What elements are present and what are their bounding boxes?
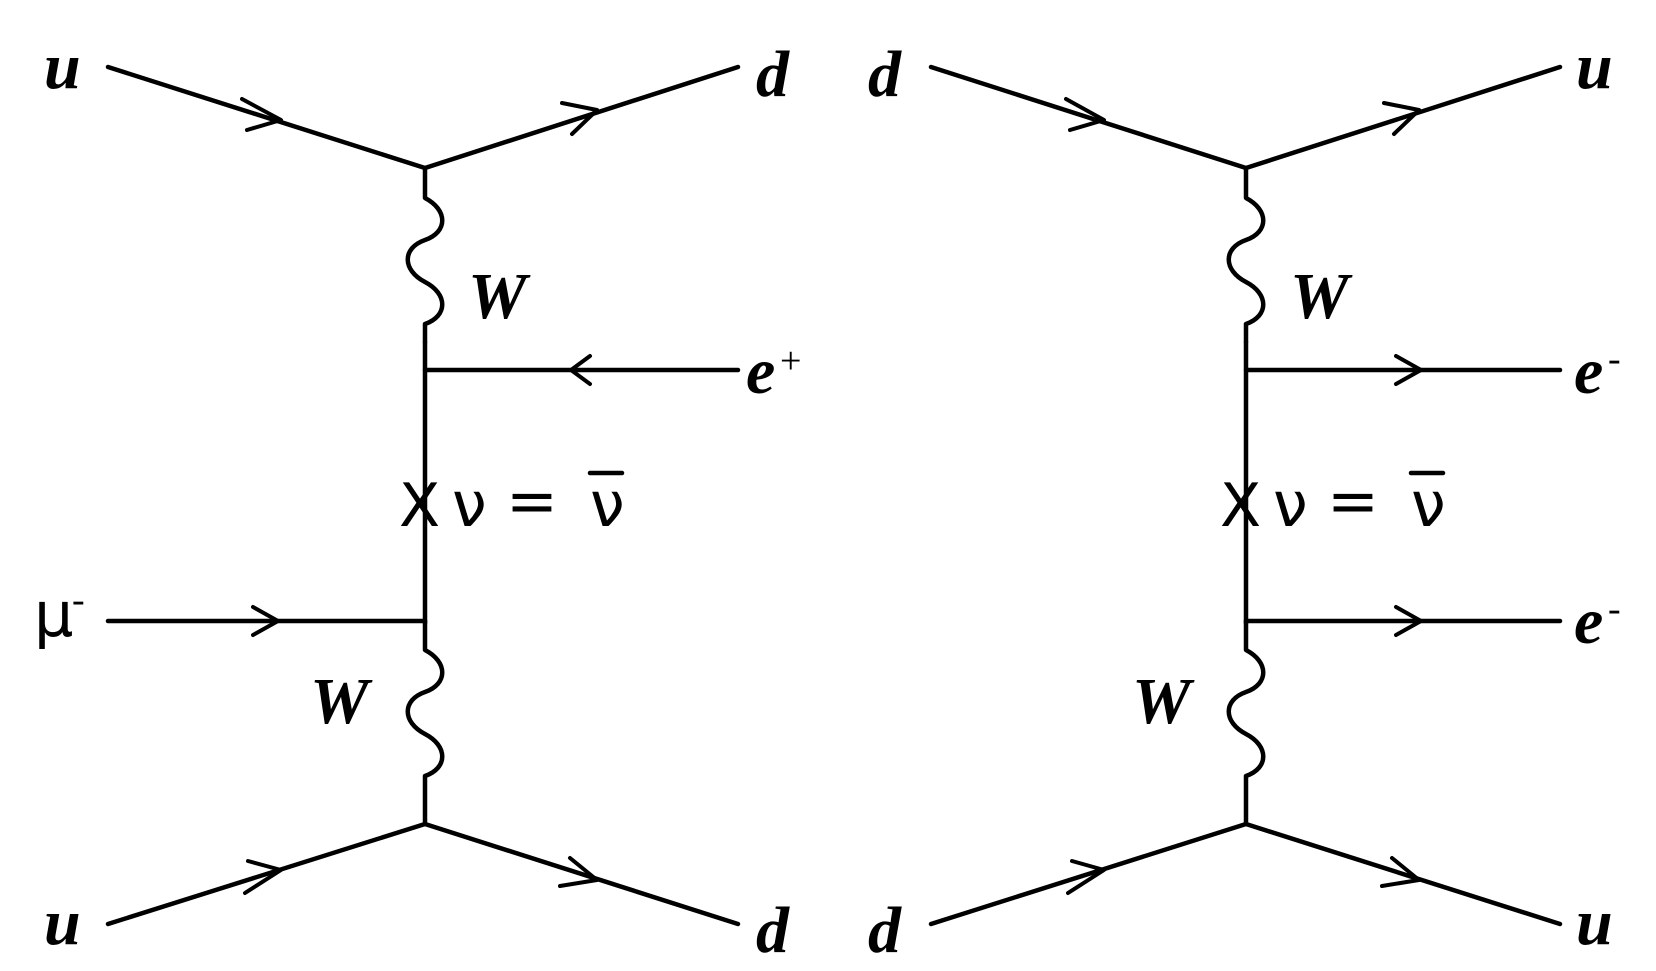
label-top-right: d [756,38,790,111]
incoming-quark-line-top [105,64,428,171]
label-top-left: d [868,38,902,111]
label-lower-w: W [1132,665,1195,738]
incoming-quark-line-top [928,64,1249,171]
lower-w-boson-line [405,618,445,827]
label-lower-w: W [310,665,373,738]
arrow-incoming-top [1064,97,1106,132]
label-upper-lepton-charge: + [780,340,801,382]
upper-w-boson-line [1226,165,1266,345]
label-equals: = [1327,464,1379,537]
label-lower-lepton: e [1574,585,1603,658]
outgoing-quark-line-bottom [1243,821,1563,927]
arrow-incoming-bottom [243,859,283,895]
label-upper-lepton: e [1574,335,1603,408]
outgoing-quark-line-bottom [422,821,741,927]
label-equals: = [506,464,558,537]
label-bottom-right: d [756,894,790,967]
label-lower-lepton: μ [34,578,73,651]
label-lower-lepton-charge: - [72,579,85,621]
label-upper-lepton-charge: - [1608,338,1621,380]
label-upper-w: W [1290,260,1353,333]
label-upper-w: W [468,260,531,333]
incoming-quark-line-bottom [105,821,428,927]
arrow-upper-lepton [569,354,592,386]
majorana-vertex-mark: X [1220,471,1261,541]
lower-w-boson-line [1226,618,1266,827]
label-bottom-left: d [868,894,902,967]
arrow-outgoing-top [1382,101,1421,136]
upper-w-boson-line [405,165,445,345]
arrow-lower-lepton [251,605,280,637]
arrow-outgoing-bottom [558,856,599,888]
arrow-incoming-top [240,97,283,132]
incoming-quark-line-bottom [928,821,1249,927]
arrow-incoming-bottom [1066,859,1106,895]
label-antineutrino: ν [590,468,625,541]
label-bottom-left: u [44,886,81,959]
outgoing-quark-line-top [422,64,741,171]
majorana-vertex-mark: X [399,471,440,541]
arrow-lower-lepton [1394,605,1423,637]
arrow-outgoing-top [560,101,599,136]
arrow-outgoing-bottom [1380,856,1421,888]
label-neutrino: ν [1273,468,1308,541]
diagram-right: d u d u W W e - e - X ν = ν [868,30,1621,967]
label-top-right: u [1576,30,1613,103]
label-upper-lepton: e [746,335,775,408]
label-bottom-right: u [1576,886,1613,959]
label-neutrino: ν [452,468,487,541]
diagram-left: u d u d W W e + μ - X ν = ν [34,30,801,967]
label-top-left: u [44,30,81,103]
label-antineutrino: ν [1411,468,1446,541]
arrow-upper-lepton [1394,354,1423,386]
label-lower-lepton-charge: - [1608,588,1621,630]
outgoing-quark-line-top [1243,64,1563,171]
